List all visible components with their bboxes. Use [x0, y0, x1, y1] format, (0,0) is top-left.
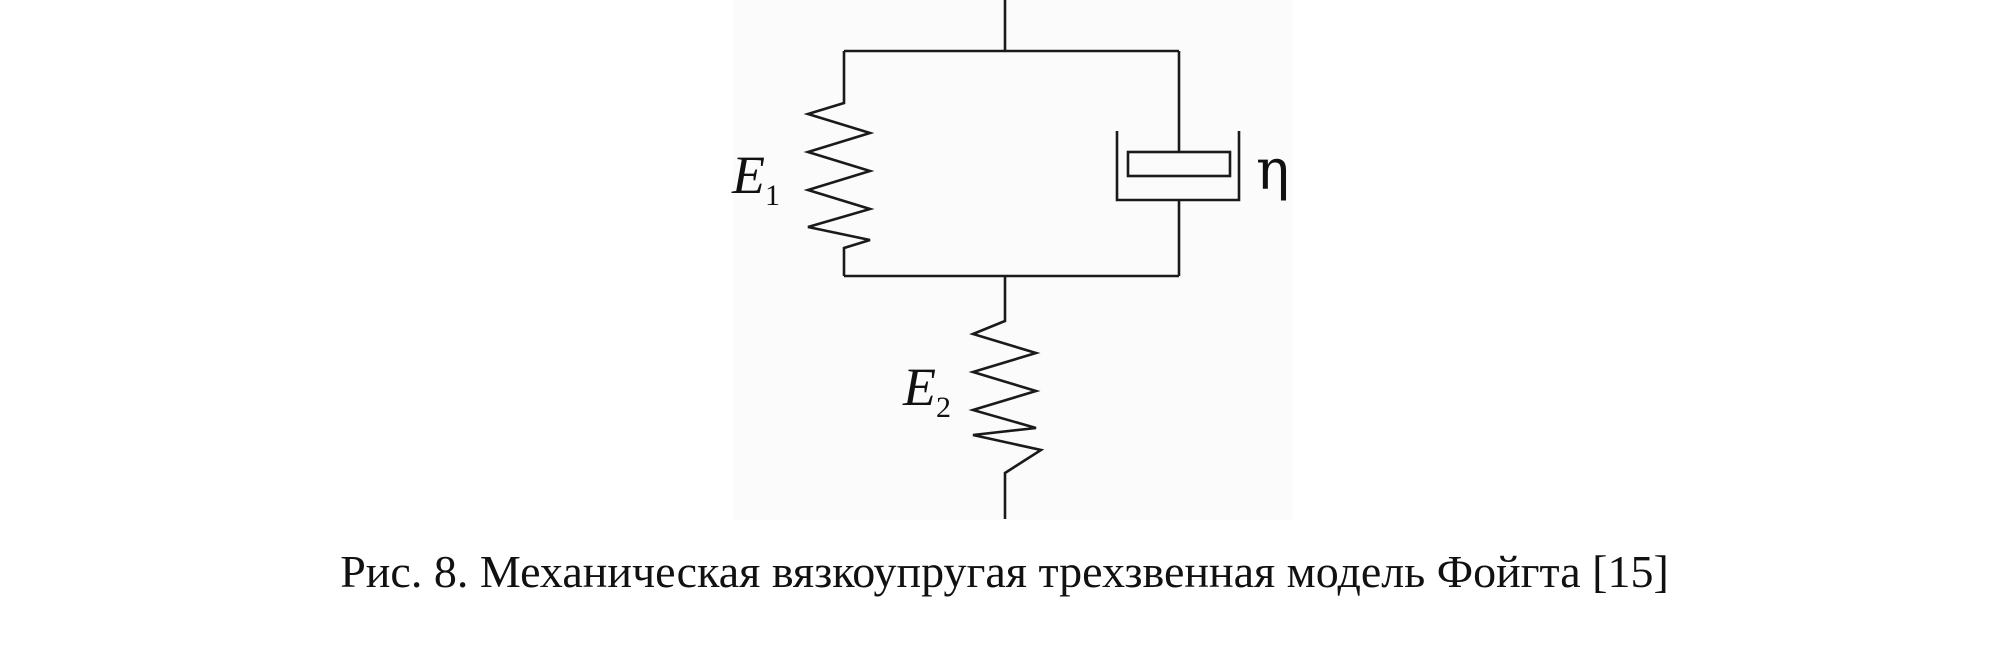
label-e1-subscript: 1: [765, 179, 780, 212]
spring-e1: [803, 51, 875, 276]
dashpot-piston: [1126, 150, 1232, 178]
figure-panel: [733, 0, 1293, 520]
label-e2-symbol: E: [902, 357, 936, 417]
label-e2-subscript: 2: [936, 391, 951, 424]
label-eta: η: [1256, 138, 1290, 203]
spring-e2: [968, 276, 1045, 519]
figure-caption: Рис. 8. Механическая вязкоупругая трехзв…: [340, 546, 1669, 597]
label-e2: E2: [902, 357, 951, 424]
label-e1: E1: [731, 145, 780, 212]
label-e1-symbol: E: [731, 145, 765, 205]
